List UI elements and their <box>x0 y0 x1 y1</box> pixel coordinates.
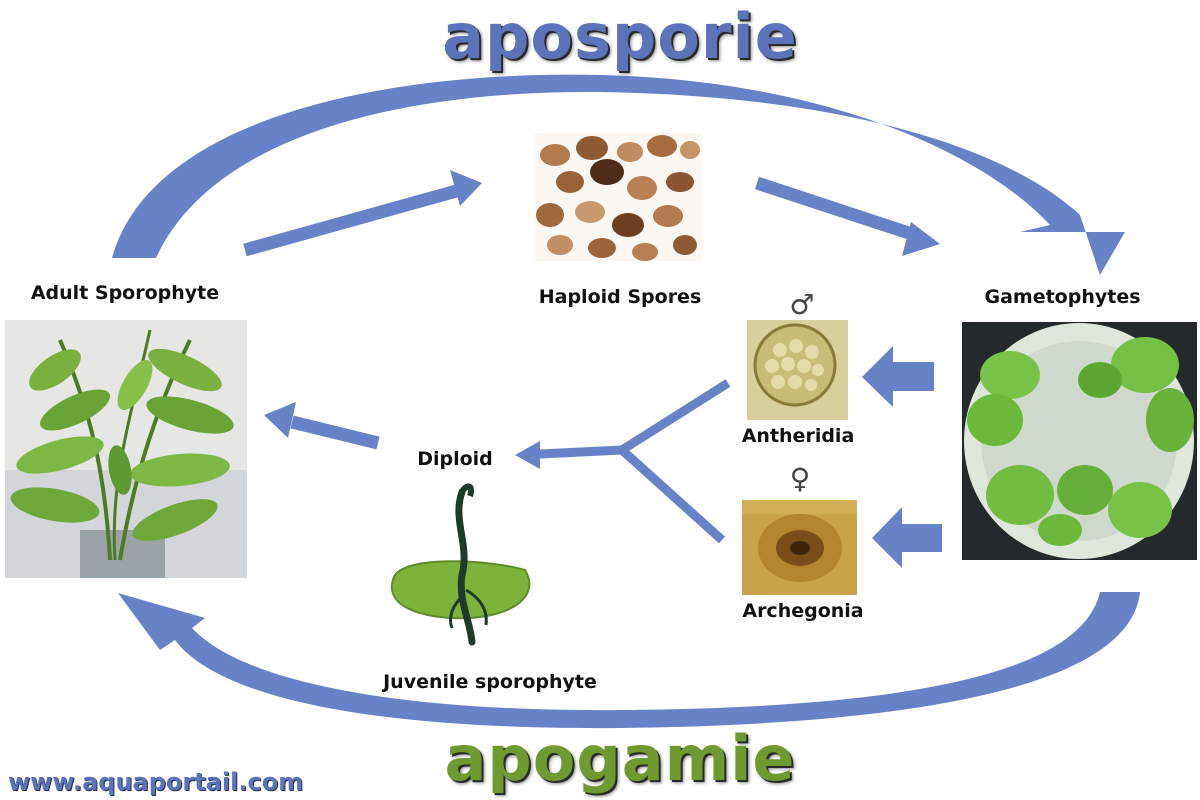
antheridia-image <box>747 320 848 420</box>
female-symbol-icon: ♀ <box>789 462 811 495</box>
apogamie-curved-arrow <box>118 592 1140 729</box>
haploid-spores-label: Haploid Spores <box>538 286 702 308</box>
website-watermark: www.aquaportail.com <box>8 768 304 796</box>
adult-sporophyte-image <box>5 320 247 578</box>
juvenile-sporophyte-image <box>390 483 531 646</box>
arrow-spores-to-gametophytes <box>754 176 940 256</box>
arrow-diploid-to-sporophyte <box>264 402 380 450</box>
gametophytes-label: Gametophytes <box>984 286 1141 308</box>
archegonia-label: Archegonia <box>742 600 864 622</box>
antheridia-label: Antheridia <box>741 425 855 447</box>
archegonia-image <box>742 500 857 595</box>
arrow-gametophytes-to-antheridia <box>862 346 934 407</box>
diploid-label: Diploid <box>417 448 493 470</box>
aposporie-title: aposporie <box>442 0 798 73</box>
arrow-gametophytes-to-archegonia <box>872 507 942 568</box>
haploid-spores-image <box>535 133 702 261</box>
fertilization-merge-arrow <box>515 379 731 544</box>
male-symbol-icon: ♂ <box>789 288 815 321</box>
gametophytes-image <box>962 322 1197 560</box>
juvenile-sporophyte-label: Juvenile sporophyte <box>383 671 597 693</box>
apogamie-title: apogamie <box>444 722 796 795</box>
arrow-sporophyte-to-spores <box>243 170 482 257</box>
adult-sporophyte-label: Adult Sporophyte <box>30 282 220 304</box>
